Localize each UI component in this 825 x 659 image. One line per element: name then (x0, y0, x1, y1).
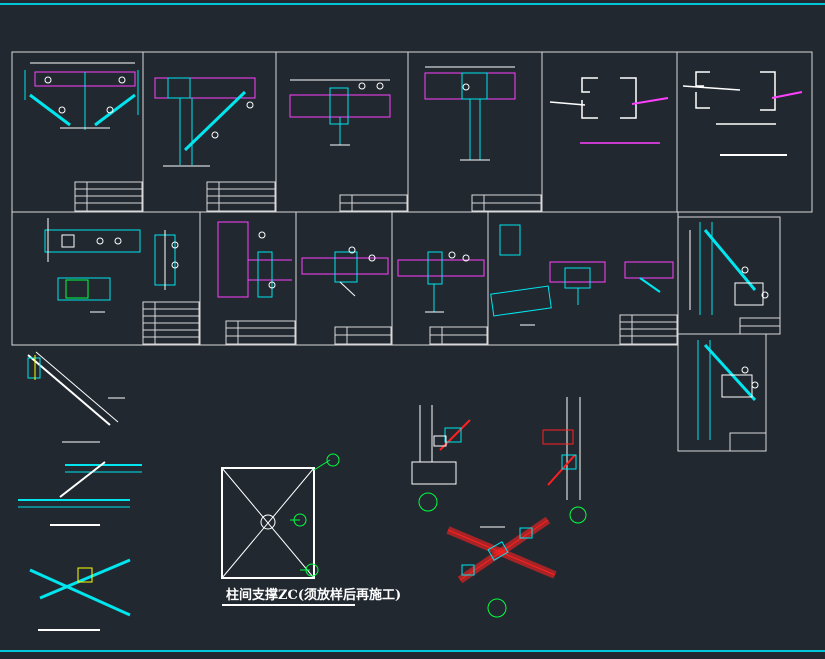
detail-c-purlin-1 (549, 77, 669, 144)
detail-knee-brace-1 (689, 222, 769, 315)
detail-c-purlin-2 (682, 71, 803, 156)
detail-column-bracing-frame (221, 453, 340, 579)
detail-beam-end-plate (44, 218, 179, 313)
detail-beam-splice-2 (424, 66, 516, 161)
detail-v-brace-node (24, 62, 139, 130)
detail-purlin-brace-group (490, 224, 674, 326)
column-bracing-caption: 柱间支撑ZC(须放样后再施工) (226, 588, 402, 603)
caption-underline (222, 604, 355, 606)
detail-beam-cross-iso (29, 558, 131, 631)
detail-beam-splice-4 (397, 251, 485, 313)
detail-column-brace-connection (542, 397, 587, 524)
detail-beam-splice-3 (301, 246, 389, 297)
detail-base-plate-brace (411, 405, 471, 512)
detail-column-brace (154, 77, 256, 167)
sheet-row-2 (11, 211, 781, 346)
detail-column-cap (217, 221, 292, 298)
detail-x-brace-crossing (446, 516, 557, 618)
detail-stair-stringer (27, 351, 125, 443)
sheet-row-3-right (677, 333, 767, 452)
detail-purlin-knee (18, 461, 142, 526)
detail-beam-splice-1 (289, 79, 391, 146)
sheet-row-1 (11, 51, 813, 213)
